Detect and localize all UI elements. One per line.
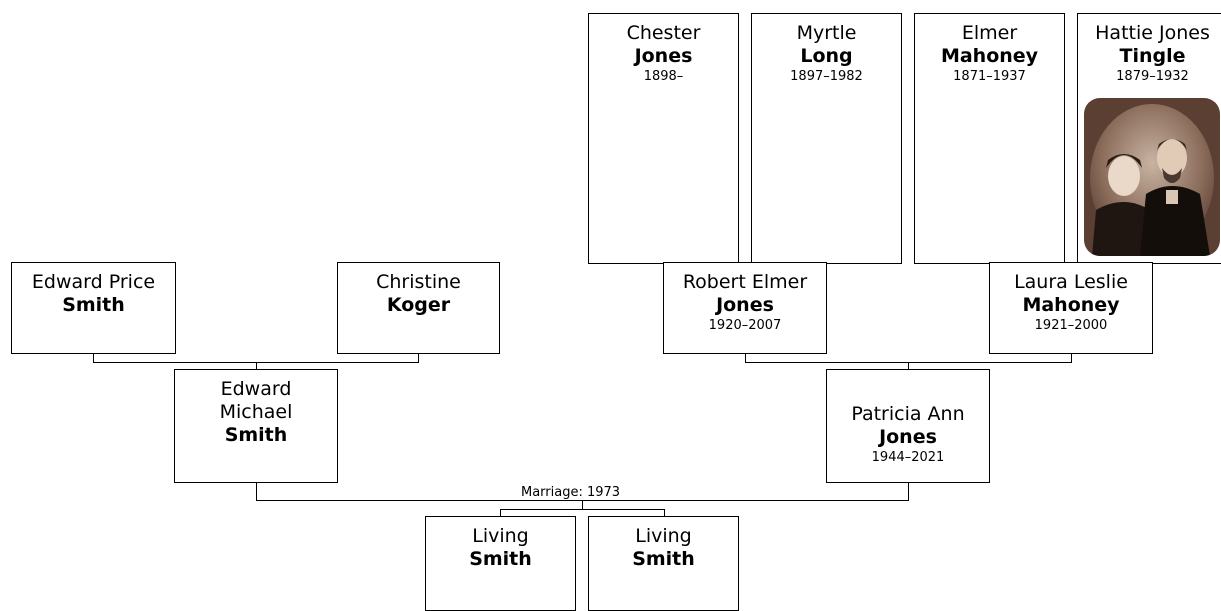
person-card-myrtle-long[interactable]: Myrtle Long 1897–1982 [751, 13, 902, 264]
connector-line [500, 509, 501, 517]
person-card-robert-elmer-jones[interactable]: Robert Elmer Jones 1920–2007 [663, 262, 827, 354]
connector-line [664, 509, 665, 517]
person-card-chester-jones[interactable]: Chester Jones 1898– [588, 13, 739, 264]
connector-line [745, 353, 746, 362]
life-dates: 1871–1937 [953, 69, 1026, 84]
person-card-living-smith-1[interactable]: Living Smith [425, 516, 576, 611]
given-name: Elmer [961, 22, 1018, 44]
surname: Smith [62, 294, 125, 316]
given-name: Christine [376, 271, 461, 293]
portrait-image [1084, 98, 1220, 256]
given-name: Living [635, 525, 692, 547]
person-card-laura-leslie-mahoney[interactable]: Laura Leslie Mahoney 1921–2000 [989, 262, 1153, 354]
connector-line [1071, 353, 1072, 362]
given-name: Hattie Jones [1095, 22, 1210, 44]
connector-line [500, 509, 665, 510]
given-name: Chester [626, 22, 701, 44]
person-card-elmer-mahoney[interactable]: Elmer Mahoney 1871–1937 [914, 13, 1065, 264]
given-name: Living [472, 525, 529, 547]
connector-line [256, 362, 257, 370]
connector-line [93, 353, 94, 362]
marriage-label: Marriage: 1973 [519, 485, 623, 500]
person-card-patricia-ann-jones[interactable]: Patricia Ann Jones 1944–2021 [826, 369, 990, 483]
person-card-edward-michael-smith[interactable]: Edward Michael Smith [174, 369, 338, 483]
connector-line [908, 362, 909, 370]
given-name: Robert Elmer [682, 271, 808, 293]
surname: Tingle [1119, 45, 1186, 67]
surname: Smith [224, 424, 288, 446]
surname: Jones [716, 294, 774, 316]
given-name: Edward Price [31, 271, 156, 293]
life-dates: 1944–2021 [871, 450, 945, 465]
surname: Jones [634, 45, 693, 67]
surname: Jones [879, 426, 937, 448]
life-dates: 1879–1932 [1116, 69, 1189, 84]
person-card-edward-price-smith[interactable]: Edward Price Smith [11, 262, 176, 354]
surname: Koger [386, 294, 451, 316]
given-name: Patricia Ann [851, 403, 965, 425]
life-dates: 1920–2007 [708, 318, 782, 333]
surname: Mahoney [940, 45, 1039, 67]
person-card-living-smith-2[interactable]: Living Smith [588, 516, 739, 611]
surname: Smith [469, 548, 532, 570]
surname: Long [800, 45, 853, 67]
given-name: Laura Leslie [1014, 271, 1128, 293]
connector-line [908, 482, 909, 500]
person-card-hattie-tingle[interactable]: Hattie Jones Tingle 1879–1932 [1077, 13, 1221, 264]
life-dates: 1898– [643, 69, 684, 84]
given-name: Edward Michael [219, 378, 293, 423]
surname: Mahoney [1022, 294, 1120, 316]
connector-line [256, 482, 257, 500]
surname: Smith [632, 548, 695, 570]
person-card-christine-koger[interactable]: Christine Koger [337, 262, 500, 354]
given-name: Myrtle [796, 22, 857, 44]
couple-portrait-photo[interactable] [1084, 98, 1220, 256]
life-dates: 1921–2000 [1034, 318, 1108, 333]
connector-line [582, 500, 583, 509]
connector-line [418, 353, 419, 362]
life-dates: 1897–1982 [790, 69, 863, 84]
